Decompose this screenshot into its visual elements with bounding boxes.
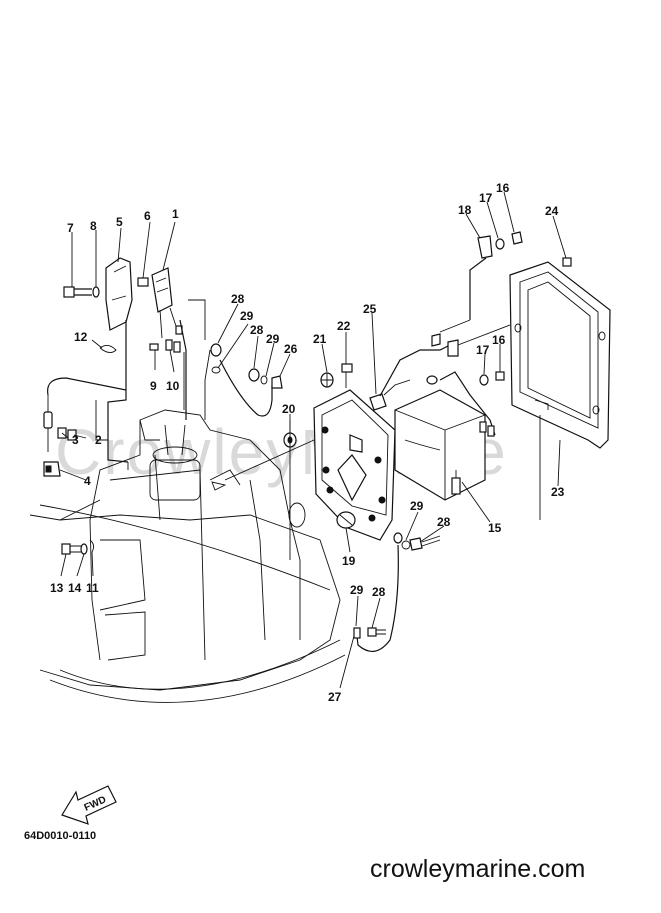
- callout-5: 5: [116, 215, 123, 229]
- callout-6: 6: [144, 209, 151, 223]
- callout-9: 9: [150, 379, 157, 393]
- rectifier-plate-assembly: [313, 333, 496, 541]
- callouts: 1 2 3 4 5 6 7 8 9 10 11 12 13 14 15 16 1…: [50, 181, 565, 704]
- engine-block: [29, 409, 346, 703]
- callout-11: 11: [86, 581, 99, 595]
- callout-15: 15: [488, 521, 502, 535]
- callout-27: 27: [328, 690, 342, 704]
- callout-26: 26: [284, 342, 298, 356]
- callout-4: 4: [84, 474, 91, 488]
- callout-2: 2: [95, 433, 102, 447]
- callout-24: 24: [545, 204, 559, 218]
- callout-28-d: 28: [372, 585, 386, 599]
- callout-17-top: 17: [479, 191, 493, 205]
- callout-29-d: 29: [350, 583, 364, 597]
- callout-29-c: 29: [410, 499, 424, 513]
- callout-21: 21: [313, 332, 327, 346]
- callout-28-c: 28: [437, 515, 451, 529]
- callout-25: 25: [363, 302, 377, 316]
- fwd-arrow-icon: FWD: [61, 785, 117, 825]
- callout-28-b: 28: [250, 323, 264, 337]
- guide-lines: [95, 299, 541, 560]
- cover-assembly: [469, 231, 611, 449]
- callout-23: 23: [551, 485, 565, 499]
- callout-16-mid: 16: [492, 333, 506, 347]
- callout-10: 10: [166, 379, 180, 393]
- left-assembly: [43, 257, 187, 521]
- callout-22: 22: [337, 319, 351, 333]
- callout-18: 18: [458, 203, 472, 217]
- callout-1: 1: [172, 207, 179, 221]
- callout-8: 8: [90, 219, 97, 233]
- callout-3: 3: [72, 433, 79, 447]
- callout-14: 14: [68, 581, 82, 595]
- callout-16-top: 16: [496, 181, 510, 195]
- callout-20: 20: [282, 402, 296, 416]
- callout-12: 12: [74, 330, 88, 344]
- callout-17-mid: 17: [476, 343, 490, 357]
- diagram-code: 64D0010-0110: [24, 830, 97, 842]
- callout-28-a: 28: [231, 292, 245, 306]
- ground-lead: [353, 532, 441, 652]
- leader-lines: [59, 191, 567, 689]
- site-url: crowleymarine.com: [370, 855, 586, 883]
- callout-29-b: 29: [266, 332, 280, 346]
- callout-7: 7: [67, 221, 74, 235]
- lower-left-hardware: [61, 539, 95, 555]
- callout-19: 19: [342, 554, 356, 568]
- callout-29-a: 29: [240, 309, 254, 323]
- callout-13: 13: [50, 581, 64, 595]
